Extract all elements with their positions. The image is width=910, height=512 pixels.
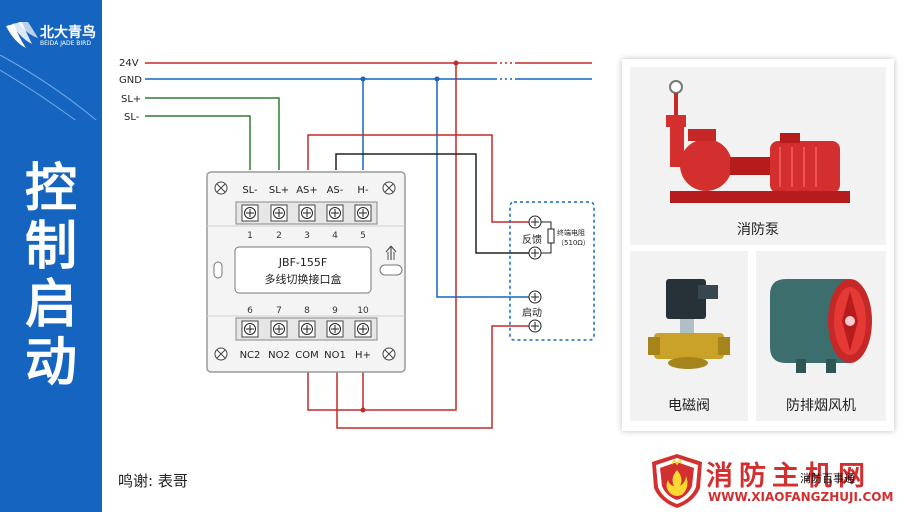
terminal-screw-icon: [241, 204, 259, 222]
title-char: 制: [24, 217, 77, 277]
terminal-number: 1: [247, 231, 253, 241]
arrow-up-icon: [385, 245, 397, 260]
as-plus-wire: [307, 134, 532, 223]
equipment-panel: 消防泵 电磁阀 防排烟风机: [622, 59, 894, 431]
brand-logo: 北大青鸟 BEIDA JADE BIRD: [4, 22, 96, 52]
terminal-screw-icon: [528, 246, 542, 260]
equipment-label: 电磁阀: [668, 398, 710, 414]
module-name: 多线切换接口盒: [265, 272, 342, 286]
terminal-screw-icon: [270, 204, 288, 222]
bus-label-sl-plus: SL+: [121, 94, 141, 105]
terminal-label: NC2: [240, 350, 261, 361]
jade-bird-icon: [6, 22, 38, 48]
fire-shield-logo-icon: [652, 454, 702, 508]
terminal-number: 9: [332, 306, 338, 316]
terminal-label: NO2: [268, 350, 290, 361]
mount-screw-icon: [382, 347, 396, 361]
terminal-label: H-: [357, 185, 369, 196]
side-slot: [379, 264, 403, 276]
resistor-label: 终端电阻: [557, 228, 585, 237]
junction-dot: [434, 76, 440, 82]
module-model: JBF-155F: [278, 256, 327, 269]
solenoid-valve-icon: [648, 279, 730, 369]
terminal-screw-icon: [326, 320, 344, 338]
interface-module: SL- SL+ AS+ AS- H- 1 2 3 4 5 JBF-155F 多线…: [206, 171, 406, 373]
equipment-label: 消防泵: [737, 222, 779, 238]
terminal-screw-icon: [354, 204, 372, 222]
as-minus-wire: [335, 153, 532, 254]
terminal-label: AS-: [327, 185, 344, 196]
watermark-url: WWW.XIAOFANGZHUJI.COM: [708, 490, 894, 504]
smoke-exhaust-fan-icon: [770, 279, 872, 373]
brand-name-cn: 北大青鸟: [40, 25, 96, 41]
mount-screw-icon: [214, 347, 228, 361]
sl-plus-wire: [145, 97, 280, 170]
resistor-icon: [541, 221, 555, 254]
credit-text: 鸣谢: 表哥: [118, 472, 188, 490]
watermark-title: 消防主机网: [706, 461, 871, 492]
resistor-value: （510Ω）: [557, 239, 590, 247]
terminal-screw-icon: [528, 215, 542, 229]
terminal-screw-icon: [528, 290, 542, 304]
feedback-label: 反馈: [522, 233, 542, 246]
title-char: 启: [24, 275, 77, 335]
equipment-label: 防排烟风机: [786, 398, 856, 414]
side-slot: [213, 261, 223, 279]
terminal-number: 8: [304, 306, 310, 316]
terminal-number: 10: [357, 306, 369, 316]
mount-screw-icon: [382, 181, 396, 195]
title-char: 控: [24, 159, 77, 219]
page-title: 控 制 启 动: [0, 160, 102, 392]
equipment-card-valve: 电磁阀: [630, 251, 748, 421]
sidebar: 北大青鸟 BEIDA JADE BIRD 控 制 启 动: [0, 0, 102, 512]
terminal-number: 2: [276, 231, 282, 241]
terminal-label: COM: [295, 350, 318, 361]
terminal-screw-icon: [270, 320, 288, 338]
equipment-card-pump: 消防泵: [630, 67, 886, 245]
terminal-number: 7: [276, 306, 282, 316]
no1-start-wire: [336, 325, 532, 429]
watermark-overlay: 消防百事通: [800, 472, 855, 485]
terminal-screw-icon: [298, 204, 316, 222]
terminal-label: NO1: [324, 350, 346, 361]
equipment-card-fan: 防排烟风机: [756, 251, 886, 421]
terminal-number: 3: [304, 231, 310, 241]
title-char: 动: [24, 333, 77, 393]
bus-label-gnd: GND: [119, 75, 142, 86]
mount-screw-icon: [214, 181, 228, 195]
terminal-screw-icon: [241, 320, 259, 338]
terminal-number: 6: [247, 306, 253, 316]
terminal-label: AS+: [296, 185, 318, 196]
fire-pump-icon: [666, 80, 850, 203]
terminal-number: 4: [332, 231, 338, 241]
field-device-box: 反馈 启动 终端电阻 （510Ω）: [509, 201, 595, 341]
junction-dot: [453, 60, 459, 66]
junction-dot: [360, 76, 366, 82]
terminal-screw-icon: [298, 320, 316, 338]
start-label: 启动: [522, 306, 542, 319]
sidebar-curve-decoration: [0, 54, 97, 120]
h-plus-wire: [362, 63, 457, 411]
terminal-label: H+: [355, 350, 371, 361]
com-wire: [307, 364, 363, 411]
terminal-screw-icon: [354, 320, 372, 338]
bus-label-24v: 24V: [119, 58, 139, 69]
sl-minus-wire: [145, 115, 251, 170]
terminal-screw-icon: [528, 319, 542, 333]
terminal-label: SL-: [242, 185, 258, 196]
terminal-label: SL+: [269, 185, 289, 196]
gnd-start-wire: [436, 79, 532, 298]
terminal-number: 5: [360, 231, 366, 241]
brand-name-en: BEIDA JADE BIRD: [40, 40, 91, 47]
terminal-screw-icon: [326, 204, 344, 222]
bus-label-sl-minus: SL-: [124, 112, 140, 123]
watermark: 消防主机网 WWW.XIAOFANGZHUJI.COM 消防百事通: [648, 452, 910, 512]
